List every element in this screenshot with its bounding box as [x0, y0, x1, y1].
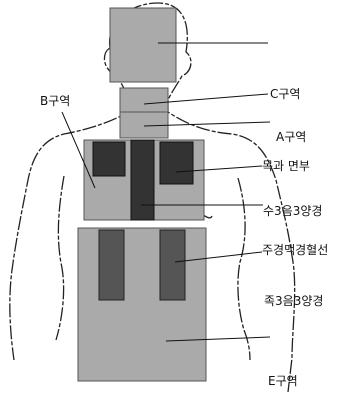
label-hand-meridian: 수3음3양경 — [263, 204, 322, 218]
label-a-zone: A구역 — [276, 130, 306, 144]
label-e-zone: E구역 — [268, 374, 298, 388]
c-zone-block — [120, 88, 168, 114]
label-c-zone: C구역 — [270, 87, 300, 101]
face-zone — [110, 8, 176, 82]
label-neck-face: 목과 면부 — [262, 159, 310, 173]
label-principal-vessel: 주경맥경혈선 — [262, 243, 328, 257]
e-zone-block — [78, 228, 206, 381]
center-meridian-strip — [131, 140, 154, 220]
right-chest-block — [160, 142, 193, 184]
label-b-zone: B구역 — [40, 94, 70, 108]
left-chest-block — [93, 142, 125, 176]
right-meridian-stripe — [160, 230, 185, 300]
label-foot-meridian: 족3음3양경 — [264, 294, 323, 308]
left-meridian-stripe — [99, 230, 124, 300]
